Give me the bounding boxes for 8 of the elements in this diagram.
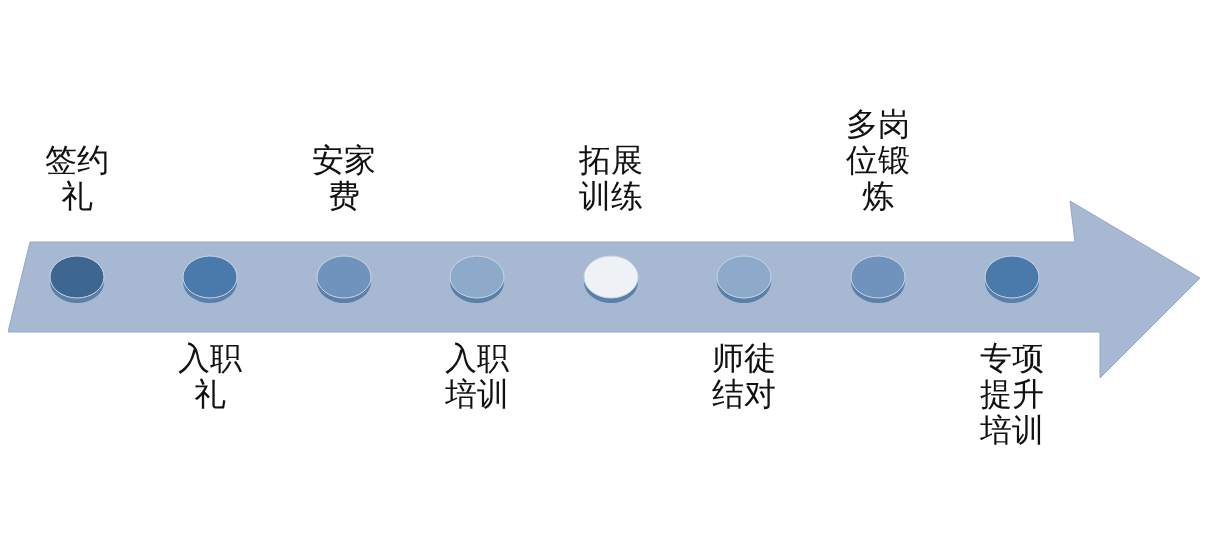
milestone-label: 多岗位锻炼 [845,106,911,214]
milestone-label: 安家费 [311,142,377,214]
milestone-label: 专项提升培训 [979,340,1045,448]
milestone-label: 拓展训练 [578,142,644,214]
milestone-label: 入职礼 [177,340,243,412]
milestone-label: 师徒结对 [711,340,777,412]
milestone-label: 入职培训 [444,340,510,412]
milestone-label: 签约礼 [44,142,110,214]
